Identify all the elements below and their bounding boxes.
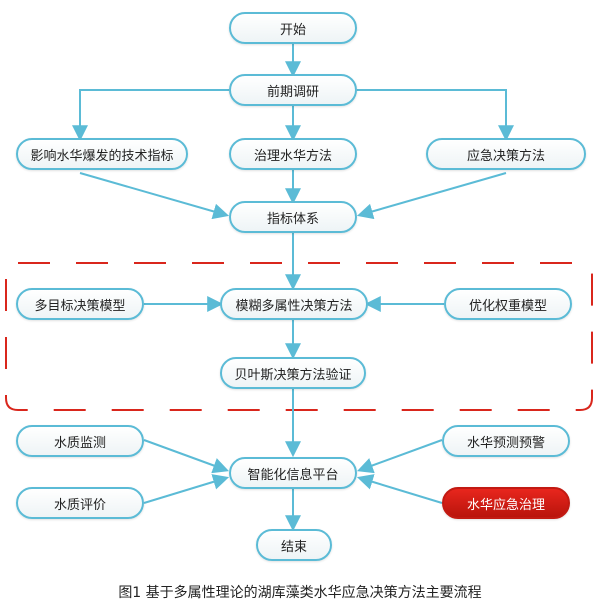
node-influence: 影响水华爆发的技术指标: [16, 138, 188, 170]
node-start: 开始: [229, 12, 357, 44]
arrow-monitor-platform: [143, 439, 230, 474]
node-governance: 治理水华方法: [229, 138, 357, 170]
node-emergency-method: 应急决策方法: [426, 138, 586, 170]
node-multi-objective: 多目标决策模型: [16, 288, 144, 320]
arrow-bloom-platform: [356, 474, 443, 504]
node-bayes: 贝叶斯决策方法验证: [220, 357, 366, 389]
arrow-eval-platform: [143, 474, 230, 504]
figure-caption: 图1 基于多属性理论的湖库藻类水华应急决策方法主要流程: [118, 585, 482, 601]
arrow-emergency-index: [356, 172, 507, 220]
node-survey: 前期调研: [229, 74, 357, 106]
node-bloom-forecast: 水华预测预警: [442, 425, 570, 457]
arrow-influence-index: [79, 172, 230, 220]
arrow-survey-emergency: [357, 89, 514, 142]
dashed-frame: [5, 262, 593, 411]
node-platform: 智能化信息平台: [229, 457, 357, 489]
node-wq-eval: 水质评价: [16, 487, 144, 519]
arrow-forecast-platform: [356, 439, 443, 474]
node-index-system: 指标体系: [229, 201, 357, 233]
arrow-survey-influence: [72, 89, 229, 142]
node-fuzzy: 模糊多属性决策方法: [220, 288, 368, 320]
node-wq-monitor: 水质监测: [16, 425, 144, 457]
node-end: 结束: [256, 529, 332, 561]
node-weight-opt: 优化权重模型: [444, 288, 572, 320]
node-bloom-emergency: 水华应急治理: [442, 487, 570, 519]
